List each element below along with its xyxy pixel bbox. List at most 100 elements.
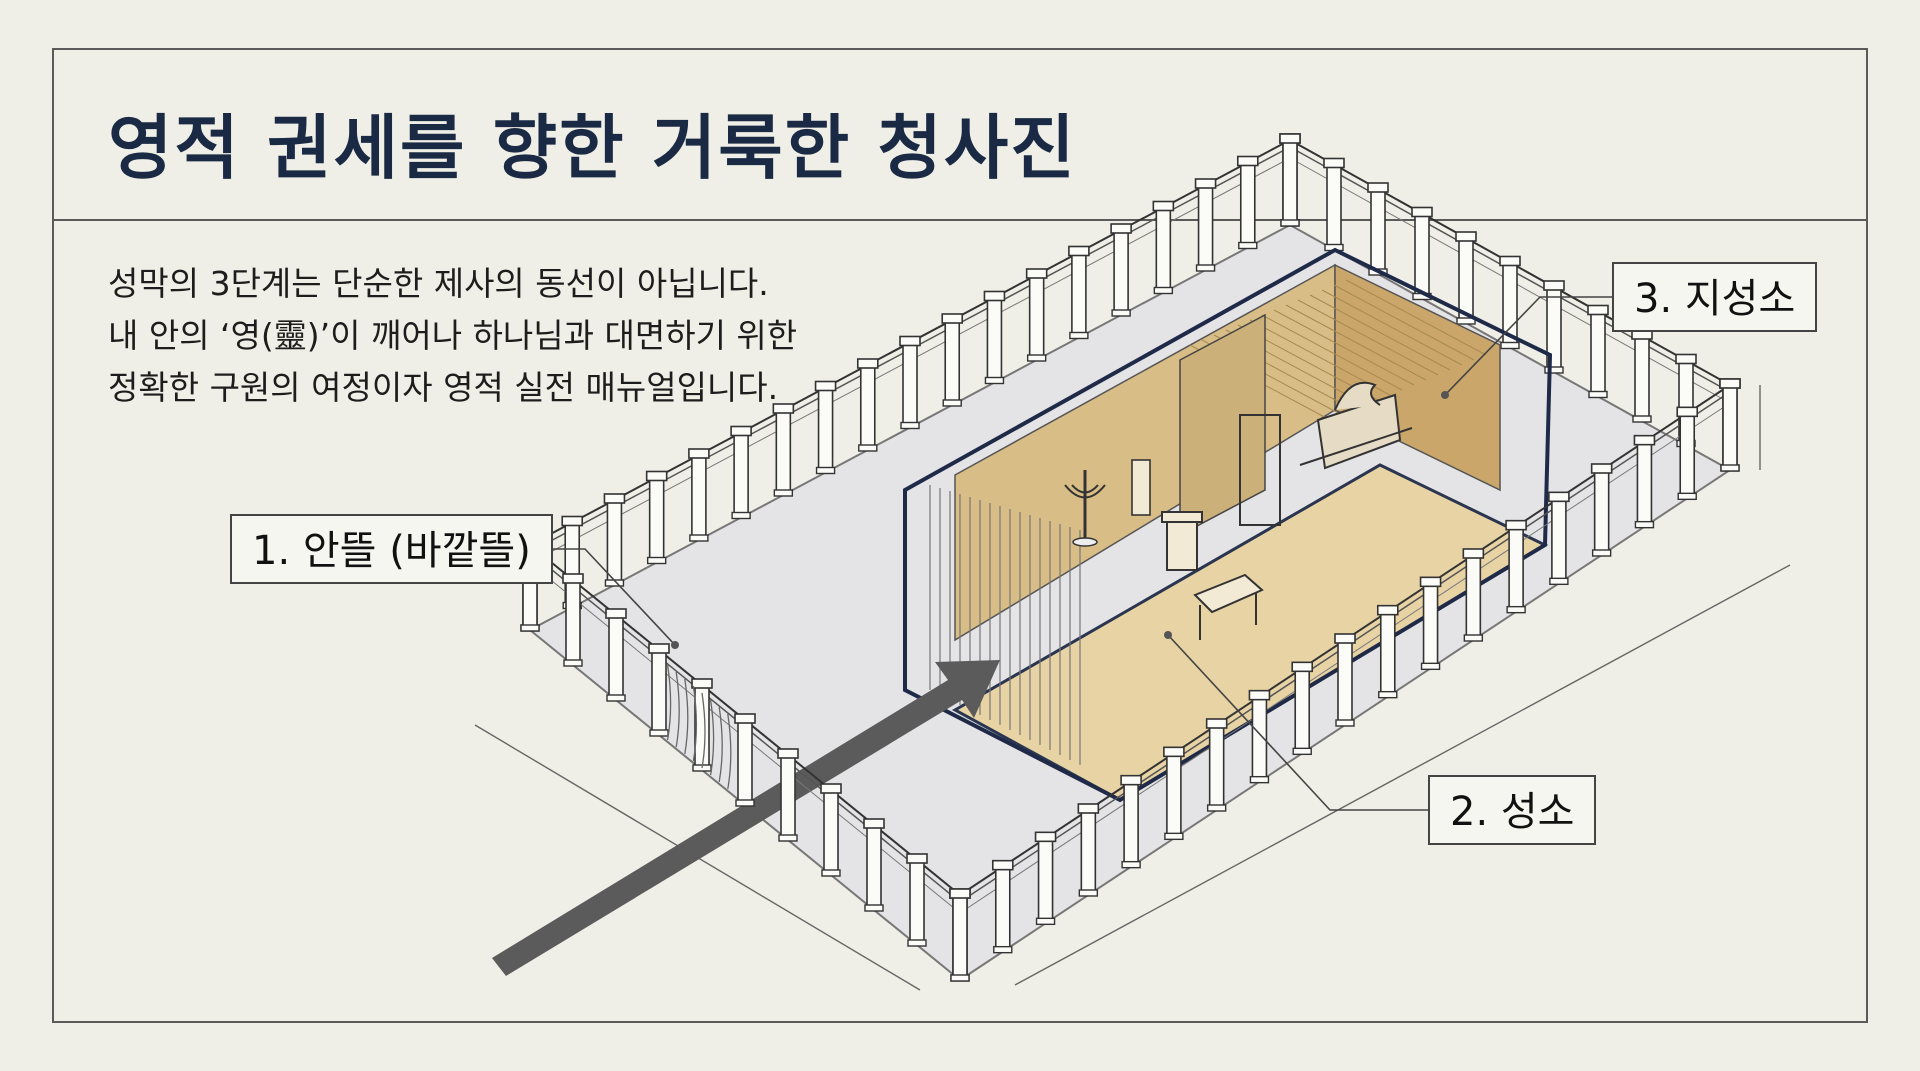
fence-post-cap: [1719, 378, 1741, 389]
fence-post: [1080, 809, 1097, 896]
fence-post: [986, 296, 1003, 384]
fence-post-cap: [1194, 178, 1217, 189]
fence-post-base: [1069, 331, 1089, 340]
fence-post: [691, 454, 707, 541]
fence-post-base: [1591, 549, 1612, 557]
fence-post: [1197, 184, 1214, 271]
fence-post-cap: [1236, 155, 1259, 167]
fence-post-base: [1026, 354, 1047, 362]
fence-post: [733, 431, 749, 519]
fence-post: [1155, 206, 1172, 294]
fence-post-cap: [1419, 576, 1442, 588]
fence-post: [1113, 229, 1129, 316]
fence-post-cap: [1505, 519, 1527, 531]
page-title: 영적 권세를 향한 거룩한 청사진: [108, 106, 1077, 189]
fence-post: [1123, 780, 1139, 868]
fence-post-base: [1506, 605, 1526, 614]
hatch-line: [1309, 294, 1451, 371]
fence-post-cap: [1455, 231, 1477, 242]
fence-post-cap: [863, 818, 885, 829]
fence-post-cap: [603, 493, 626, 504]
fence-post: [902, 341, 918, 429]
fence-post: [1071, 251, 1087, 339]
fence-post-cap: [1676, 406, 1699, 418]
fence-post-base: [1634, 520, 1655, 529]
table-of-showbread-icon: [1193, 573, 1264, 640]
fence-post: [565, 579, 581, 666]
fence-post-base: [689, 534, 709, 542]
fence-post-cap: [1279, 133, 1301, 144]
fence-post: [1465, 554, 1482, 641]
fence-post-base: [1677, 492, 1697, 501]
description-line-1: 성막의 3단계는 단순한 제사의 동선이 아닙니다.: [108, 264, 769, 303]
fence-post: [1593, 469, 1610, 556]
description-line-3: 정확한 구원의 여정이자 영적 실전 매뉴얼입니다.: [108, 368, 779, 407]
fence-post: [1379, 610, 1396, 698]
fence-post: [994, 865, 1011, 953]
fence-post-cap: [688, 448, 710, 459]
fence-post-base: [1153, 286, 1174, 295]
entrance-curtain-fold: [684, 678, 689, 755]
leader-dot: [1164, 631, 1172, 639]
tent-frame: [903, 247, 1553, 803]
fence-post-base: [735, 799, 755, 807]
fence-front: [519, 378, 1741, 982]
fence-post-base: [1249, 775, 1270, 784]
dimension-line-length: [1014, 564, 1791, 986]
fence-post-base: [900, 421, 920, 430]
fence-post-base: [773, 489, 794, 497]
fence-post-cap: [949, 888, 971, 899]
fence-post-base: [1588, 390, 1608, 399]
fence-post-base: [1078, 889, 1099, 897]
fence-post-base: [815, 466, 836, 475]
fence-post-cap: [734, 713, 756, 724]
fence-post-cap: [1633, 434, 1656, 446]
fence-post-base: [1164, 832, 1184, 841]
fence-post-base: [1280, 219, 1300, 227]
fence-post-cap: [941, 313, 964, 324]
fence-post: [1166, 752, 1182, 840]
fence-post-base: [646, 556, 667, 565]
fence-post-base: [907, 939, 927, 947]
fence-post-cap: [605, 608, 627, 619]
fence-post: [1337, 639, 1353, 726]
fence-post-cap: [648, 643, 670, 654]
leader-dot: [671, 641, 679, 649]
fence-post-cap: [899, 335, 921, 347]
ark-of-covenant-icon: [1299, 381, 1413, 470]
fence-post-cap: [1367, 182, 1389, 193]
fence-post-cap: [777, 748, 799, 759]
fence-post-cap: [645, 470, 668, 482]
inner-veil: [1179, 313, 1266, 537]
fence-post-cap: [562, 573, 584, 584]
hatch-line: [1345, 279, 1487, 356]
fence-post: [1634, 335, 1650, 422]
fence-post: [1239, 161, 1256, 249]
fence-post-base: [1420, 662, 1441, 671]
fence-post: [606, 499, 623, 586]
fence-post: [608, 614, 624, 701]
fence-post: [859, 364, 876, 451]
fence-post-cap: [1110, 223, 1132, 234]
fence-post: [866, 824, 882, 911]
fence-post-base: [1500, 341, 1520, 350]
fence-post-base: [1463, 634, 1484, 642]
tabernacle-tent: [903, 247, 1553, 803]
fence-post: [823, 789, 839, 876]
entrance-curtain-fold: [675, 671, 680, 748]
fence-post: [1370, 188, 1386, 275]
fence-post: [1722, 384, 1738, 471]
entrance-curtain-fold: [692, 685, 698, 762]
fence-post-cap: [820, 783, 842, 794]
fence-post-cap: [1034, 831, 1057, 843]
fence-post-cap: [772, 403, 795, 414]
fence-post: [648, 476, 665, 564]
fence-post-base: [520, 624, 540, 632]
description: 성막의 3단계는 단순한 제사의 동선이 아닙니다. 내 안의 ‘영(靈)’이 …: [108, 258, 868, 414]
fence-post-cap: [906, 853, 928, 864]
hatch-line: [1261, 314, 1403, 391]
fence-post-base: [1111, 309, 1131, 317]
fence-post: [1636, 440, 1653, 528]
fence-post-cap: [1163, 746, 1185, 758]
leader-holy-place: [1167, 634, 1428, 811]
